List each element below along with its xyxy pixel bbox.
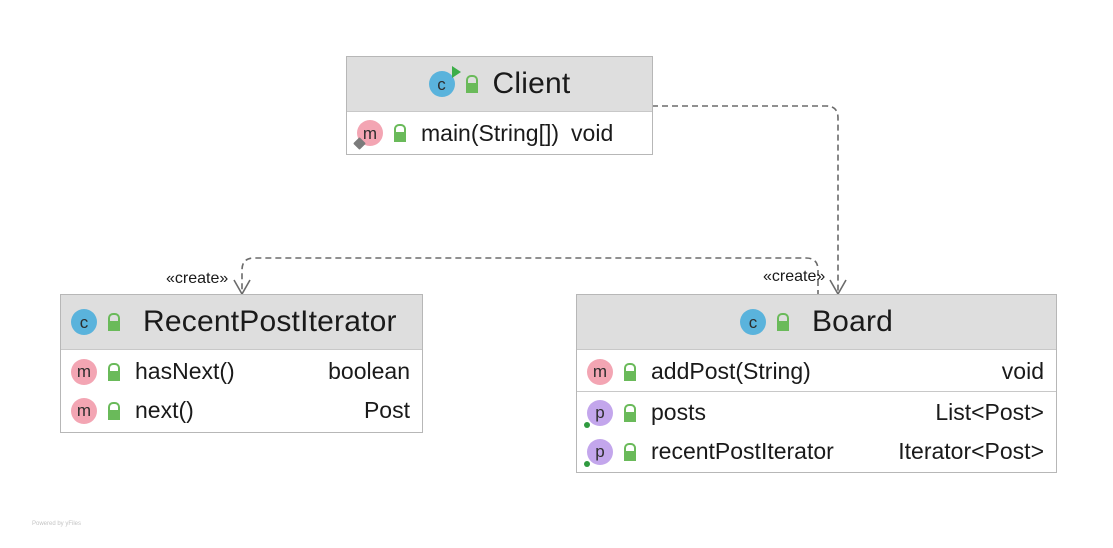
- edge-board-to-iterator: [241, 257, 819, 296]
- badge-letter: p: [595, 403, 605, 422]
- method-name: addPost(String): [651, 358, 811, 384]
- method-icon: m: [71, 397, 97, 424]
- class-client[interactable]: c Client m main(String[]) void: [346, 56, 653, 155]
- field-row[interactable]: p recentPostIterator Iterator<Post>: [577, 432, 1056, 471]
- property-icon: p: [584, 438, 613, 467]
- class-header: c Board: [577, 295, 1056, 350]
- method-name: hasNext(): [135, 358, 235, 384]
- class-board[interactable]: c Board m addPost(String) void p posts L…: [576, 294, 1057, 473]
- field-dot-icon: [584, 421, 590, 428]
- method-icon: m: [353, 120, 383, 150]
- badge-letter: c: [437, 74, 446, 94]
- field-type: Iterator<Post>: [898, 438, 1044, 464]
- class-header: c RecentPostIterator: [61, 295, 422, 350]
- method-type: Post: [363, 397, 410, 423]
- method-name: main(String[]): [421, 119, 560, 146]
- class-name: RecentPostIterator: [143, 305, 397, 338]
- badge-letter: c: [748, 312, 758, 332]
- public-lock-icon: [107, 313, 121, 331]
- watermark: Powered by yFiles: [32, 521, 82, 527]
- edge-client-to-board: [652, 105, 839, 292]
- public-lock-icon: [623, 362, 637, 381]
- class-name: Client: [492, 67, 571, 100]
- public-lock-icon: [107, 401, 121, 420]
- method-icon: m: [71, 358, 97, 385]
- method-name: next(): [135, 397, 194, 423]
- method-row[interactable]: m main(String[]) void: [347, 112, 652, 154]
- field-name: recentPostIterator: [651, 438, 834, 464]
- public-lock-icon: [393, 124, 407, 142]
- field-name: posts: [651, 399, 706, 425]
- method-type: boolean: [328, 358, 410, 384]
- field-type: List<Post>: [935, 399, 1044, 425]
- badge-letter: p: [595, 442, 605, 461]
- public-lock-icon: [776, 313, 790, 331]
- class-icon: c: [428, 66, 461, 97]
- method-row[interactable]: m addPost(String) void: [577, 352, 1056, 391]
- public-lock-icon: [623, 442, 637, 461]
- run-icon: [451, 66, 461, 78]
- class-recent-post-iterator[interactable]: c RecentPostIterator m hasNext() boolean…: [60, 294, 423, 433]
- badge-letter: c: [79, 312, 89, 332]
- badge-letter: m: [76, 362, 92, 381]
- class-header: c Client: [347, 57, 652, 112]
- method-row[interactable]: m next() Post: [61, 391, 422, 430]
- badge-letter: m: [76, 401, 92, 420]
- class-icon: c: [71, 309, 97, 335]
- property-icon: p: [584, 399, 613, 428]
- badge-letter: m: [592, 362, 608, 381]
- method-row[interactable]: m hasNext() boolean: [61, 352, 422, 391]
- public-lock-icon: [623, 403, 637, 422]
- public-lock-icon: [107, 362, 121, 381]
- method-icon: m: [587, 358, 613, 385]
- badge-letter: m: [362, 123, 378, 143]
- method-type: void: [1001, 358, 1044, 384]
- public-lock-icon: [465, 75, 479, 93]
- class-name: Board: [811, 305, 894, 338]
- field-row[interactable]: p posts List<Post>: [577, 393, 1056, 432]
- stereotype-label-board: «create»: [763, 268, 826, 285]
- class-icon: c: [739, 309, 766, 335]
- stereotype-label-iterator: «create»: [166, 270, 229, 287]
- method-type: void: [571, 119, 614, 146]
- field-dot-icon: [584, 460, 590, 467]
